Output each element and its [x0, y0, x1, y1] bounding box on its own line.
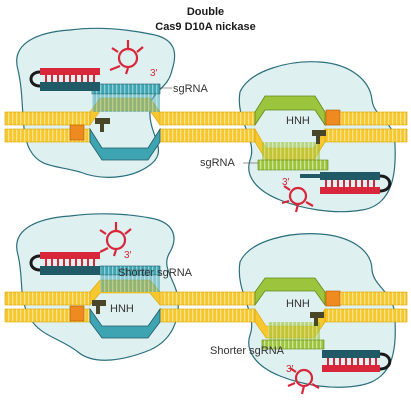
hnh-label-right-top: HNH [286, 115, 310, 127]
sgrna-guide-right-b [261, 339, 325, 350]
pam-right-top [325, 109, 341, 126]
dna-middle-lower-b [159, 308, 256, 323]
three-prime-label-right-bottom: 3′ [286, 364, 294, 375]
dna-bottom-strand-right [324, 128, 408, 143]
hnh-domain-right-top [312, 130, 326, 144]
three-prime-label-left-top: 3′ [150, 68, 158, 79]
sgrna-guide-left [91, 83, 161, 95]
dna-middle-upper-b [159, 291, 256, 306]
sgrna-label-right-top: sgRNA [200, 157, 236, 169]
sgrna-label-left-top: sgRNA [173, 83, 209, 95]
top-panel: 3′ 3′ [4, 27, 408, 213]
pam-left-bottom [69, 305, 85, 322]
figure-title-line-1: Double [186, 6, 225, 18]
hnh-domain-left-top [95, 118, 110, 132]
hnh-domain-left-bottom [92, 300, 106, 314]
dna-bubble-right-upper [254, 95, 326, 127]
dna-bottom-strand-right-b [324, 308, 408, 323]
dna-middle-lower [159, 128, 256, 143]
bottom-panel: 3′ 3′ Shorter sgRNA H [4, 213, 408, 395]
sgrna-scaffold-right-top: 3′ [281, 172, 392, 213]
hnh-label-left-bottom: HNH [110, 303, 134, 315]
sgrna-guide-right [257, 159, 329, 171]
sgrna-scaffold-right-bottom: 3′ [286, 350, 392, 395]
dna-bubble-left-lower [89, 127, 161, 161]
dna-top-strand-left-b [4, 291, 91, 306]
shorter-sgrna-label-left: Shorter sgRNA [118, 267, 193, 279]
three-prime-label-left-bottom: 3′ [124, 250, 132, 261]
sgrna-scaffold-left-top: 3′ [29, 40, 158, 91]
three-prime-label-right-top: 3′ [282, 177, 290, 188]
dna-top-strand-left [4, 111, 91, 126]
pam-right-bottom [325, 290, 341, 307]
hnh-domain-right-bottom [310, 312, 324, 326]
dna-middle-upper [159, 111, 256, 126]
shorter-sgrna-label-right: Shorter sgRNA [210, 345, 285, 357]
sgrna-scaffold-left-bottom: 3′ [29, 222, 132, 275]
hnh-label-right-bottom: HNH [286, 298, 310, 310]
figure-title-line-2: Cas9 D10A nickase [155, 21, 256, 33]
pam-left-top [69, 124, 85, 141]
